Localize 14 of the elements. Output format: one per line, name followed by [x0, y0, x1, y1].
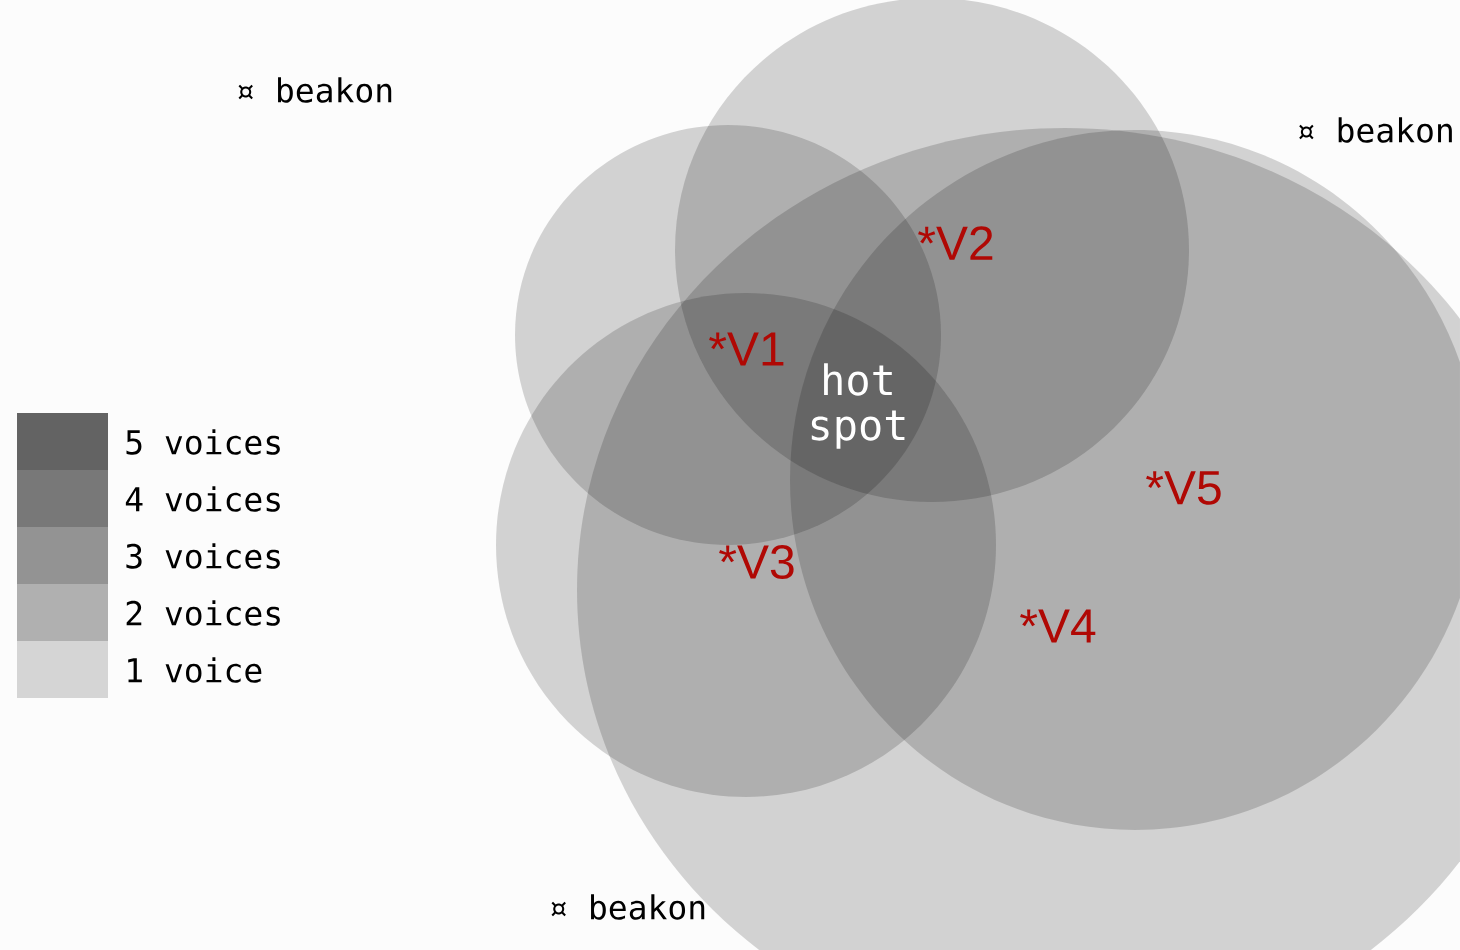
- beacon-label: ¤ beakon: [551, 894, 705, 920]
- beacon-label: ¤ beakon: [238, 77, 392, 103]
- legend-label: 3 voices: [126, 543, 280, 569]
- legend-label: 5 voices: [126, 429, 280, 455]
- beacon-label: ¤ beakon: [1299, 117, 1452, 143]
- legend-label: 1 voice: [128, 657, 262, 683]
- legend-label: 4 voices: [125, 486, 280, 512]
- voice-marker: *V5: [1146, 471, 1221, 505]
- voice-marker: *V4: [1020, 609, 1096, 643]
- voice-marker: *V3: [719, 545, 794, 579]
- voice-marker: *V2: [918, 226, 993, 260]
- legend-label: 2 voices: [126, 600, 280, 626]
- voice-marker: *V1: [709, 332, 784, 366]
- hot-spot-label: hot spot: [811, 363, 905, 449]
